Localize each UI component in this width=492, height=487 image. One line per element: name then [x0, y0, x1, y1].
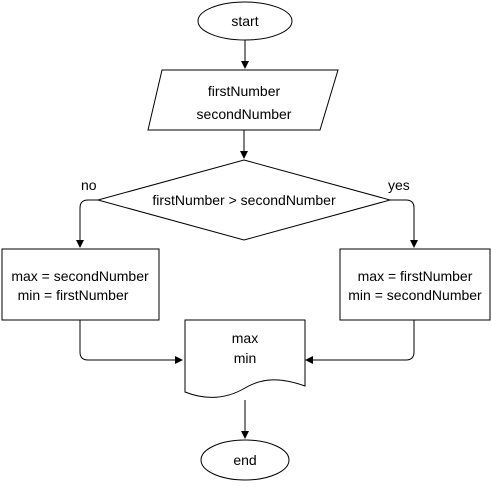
start-label: start — [231, 13, 258, 29]
no-branch-process: max = secondNumber min = firstNumber — [1, 248, 160, 321]
decision-node: firstNumber > secondNumber — [96, 159, 392, 241]
no-branch-line-1: max = secondNumber — [11, 268, 149, 284]
end-label: end — [233, 452, 256, 468]
arrow-decision-to-no — [76, 199, 98, 248]
arrow-decision-to-yes — [390, 199, 418, 248]
input-line-1: firstNumber — [208, 83, 281, 99]
arrow-no-to-output — [79, 320, 183, 364]
end-node: end — [200, 439, 290, 481]
no-branch-label: no — [81, 177, 97, 193]
yes-branch-process: max = firstNumber min = secondNumber — [339, 248, 491, 321]
yes-branch-label: yes — [388, 177, 410, 193]
yes-branch-line-2: min = secondNumber — [348, 287, 482, 303]
yes-branch-line-1: max = firstNumber — [358, 268, 473, 284]
decision-condition: firstNumber > secondNumber — [152, 192, 336, 208]
no-branch-line-2: min = firstNumber — [18, 287, 129, 303]
arrow-yes-to-output — [305, 320, 415, 364]
output-line-1: max — [232, 330, 258, 346]
start-node: start — [197, 1, 293, 41]
input-node: firstNumber secondNumber — [147, 69, 339, 131]
output-node: max min — [184, 319, 306, 398]
input-line-2: secondNumber — [197, 106, 292, 122]
output-line-2: min — [234, 350, 257, 366]
